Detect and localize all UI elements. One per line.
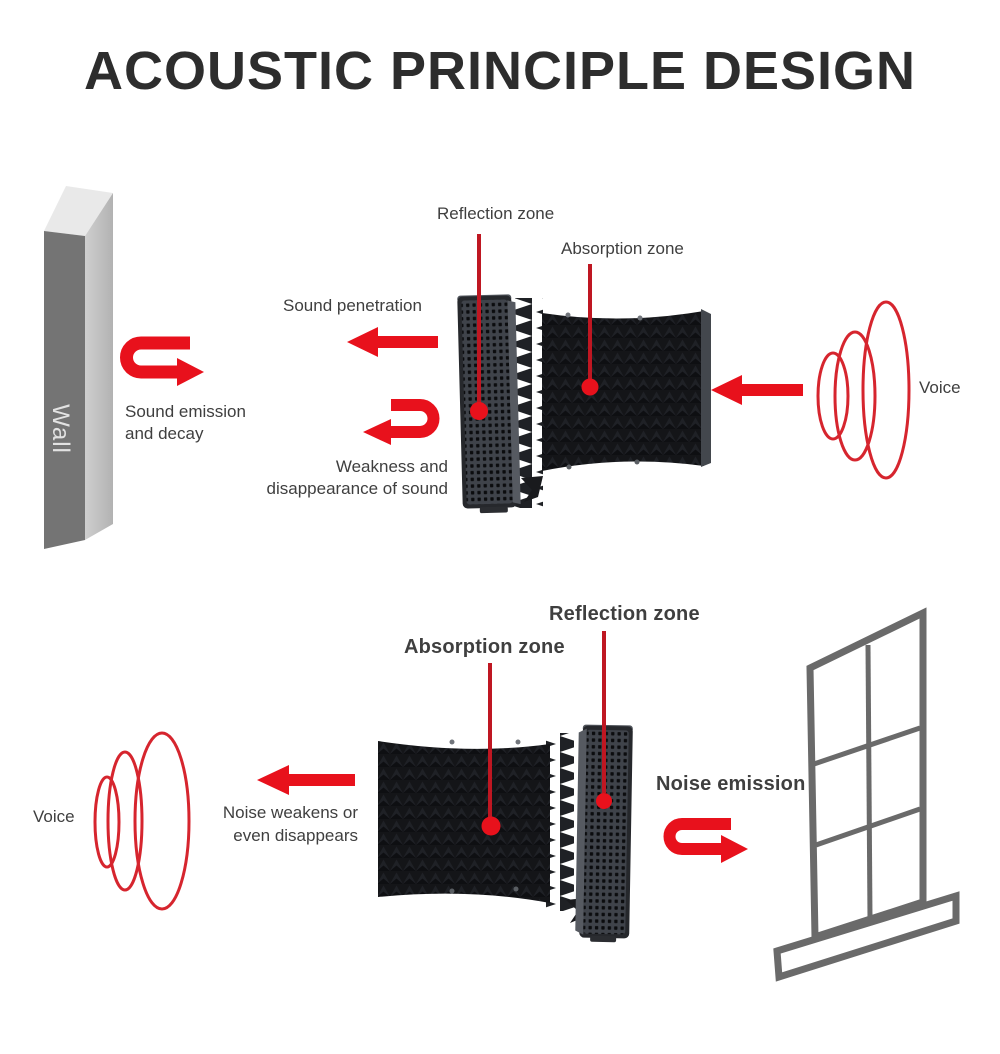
window-sill [773, 891, 960, 982]
noise-weakens-label: Noise weakens or even disappears [222, 803, 358, 845]
reflection-dot-lower [596, 793, 612, 809]
absorption-zone-label-lower: Absorption zone [404, 636, 565, 658]
window-illustration [773, 607, 960, 982]
foam-panel-upper [542, 311, 704, 471]
upper-annotations [120, 234, 911, 480]
absorption-dot-lower [481, 816, 501, 836]
sound-penetration-label: Sound penetration [283, 296, 422, 315]
wall-illustration [44, 186, 113, 549]
absorption-dot-upper [581, 378, 599, 396]
sound-penetration-arrow-icon [347, 327, 438, 357]
lower-annotations [93, 631, 748, 911]
sound-emission-label: Sound emission and decay [125, 402, 246, 443]
page-title: ACOUSTIC PRINCIPLE DESIGN [83, 41, 917, 101]
noise-emission-uturn-arrow-icon [663, 818, 748, 863]
reflection-dot-upper [470, 402, 488, 420]
foam-panel-lower [378, 741, 550, 903]
voice-waves-icon-upper [816, 300, 911, 480]
wall-label: Wall [47, 404, 74, 454]
sound-emission-uturn-arrow-icon [120, 336, 204, 386]
reflection-zone-label-upper: Reflection zone [437, 204, 555, 223]
foam-sawtooth-lower [546, 733, 574, 911]
voice-waves-icon-lower [93, 731, 191, 911]
perforated-panel-upper [457, 294, 521, 514]
isolation-shield-upper [457, 294, 711, 514]
noise-weakens-arrow-icon [257, 765, 355, 795]
absorption-zone-label-upper: Absorption zone [561, 239, 684, 258]
weakness-label: Weakness and disappearance of sound [266, 457, 448, 498]
reflection-zone-label-lower: Reflection zone [549, 603, 700, 625]
noise-emission-label: Noise emission [656, 773, 806, 795]
voice-label-lower: Voice [33, 807, 75, 826]
voice-arrow-icon-upper [711, 375, 803, 405]
isolation-shield-lower [378, 724, 633, 943]
weakness-uturn-arrow-icon [363, 399, 440, 445]
perforated-panel-lower [575, 724, 633, 943]
voice-label-upper: Voice [919, 378, 961, 397]
